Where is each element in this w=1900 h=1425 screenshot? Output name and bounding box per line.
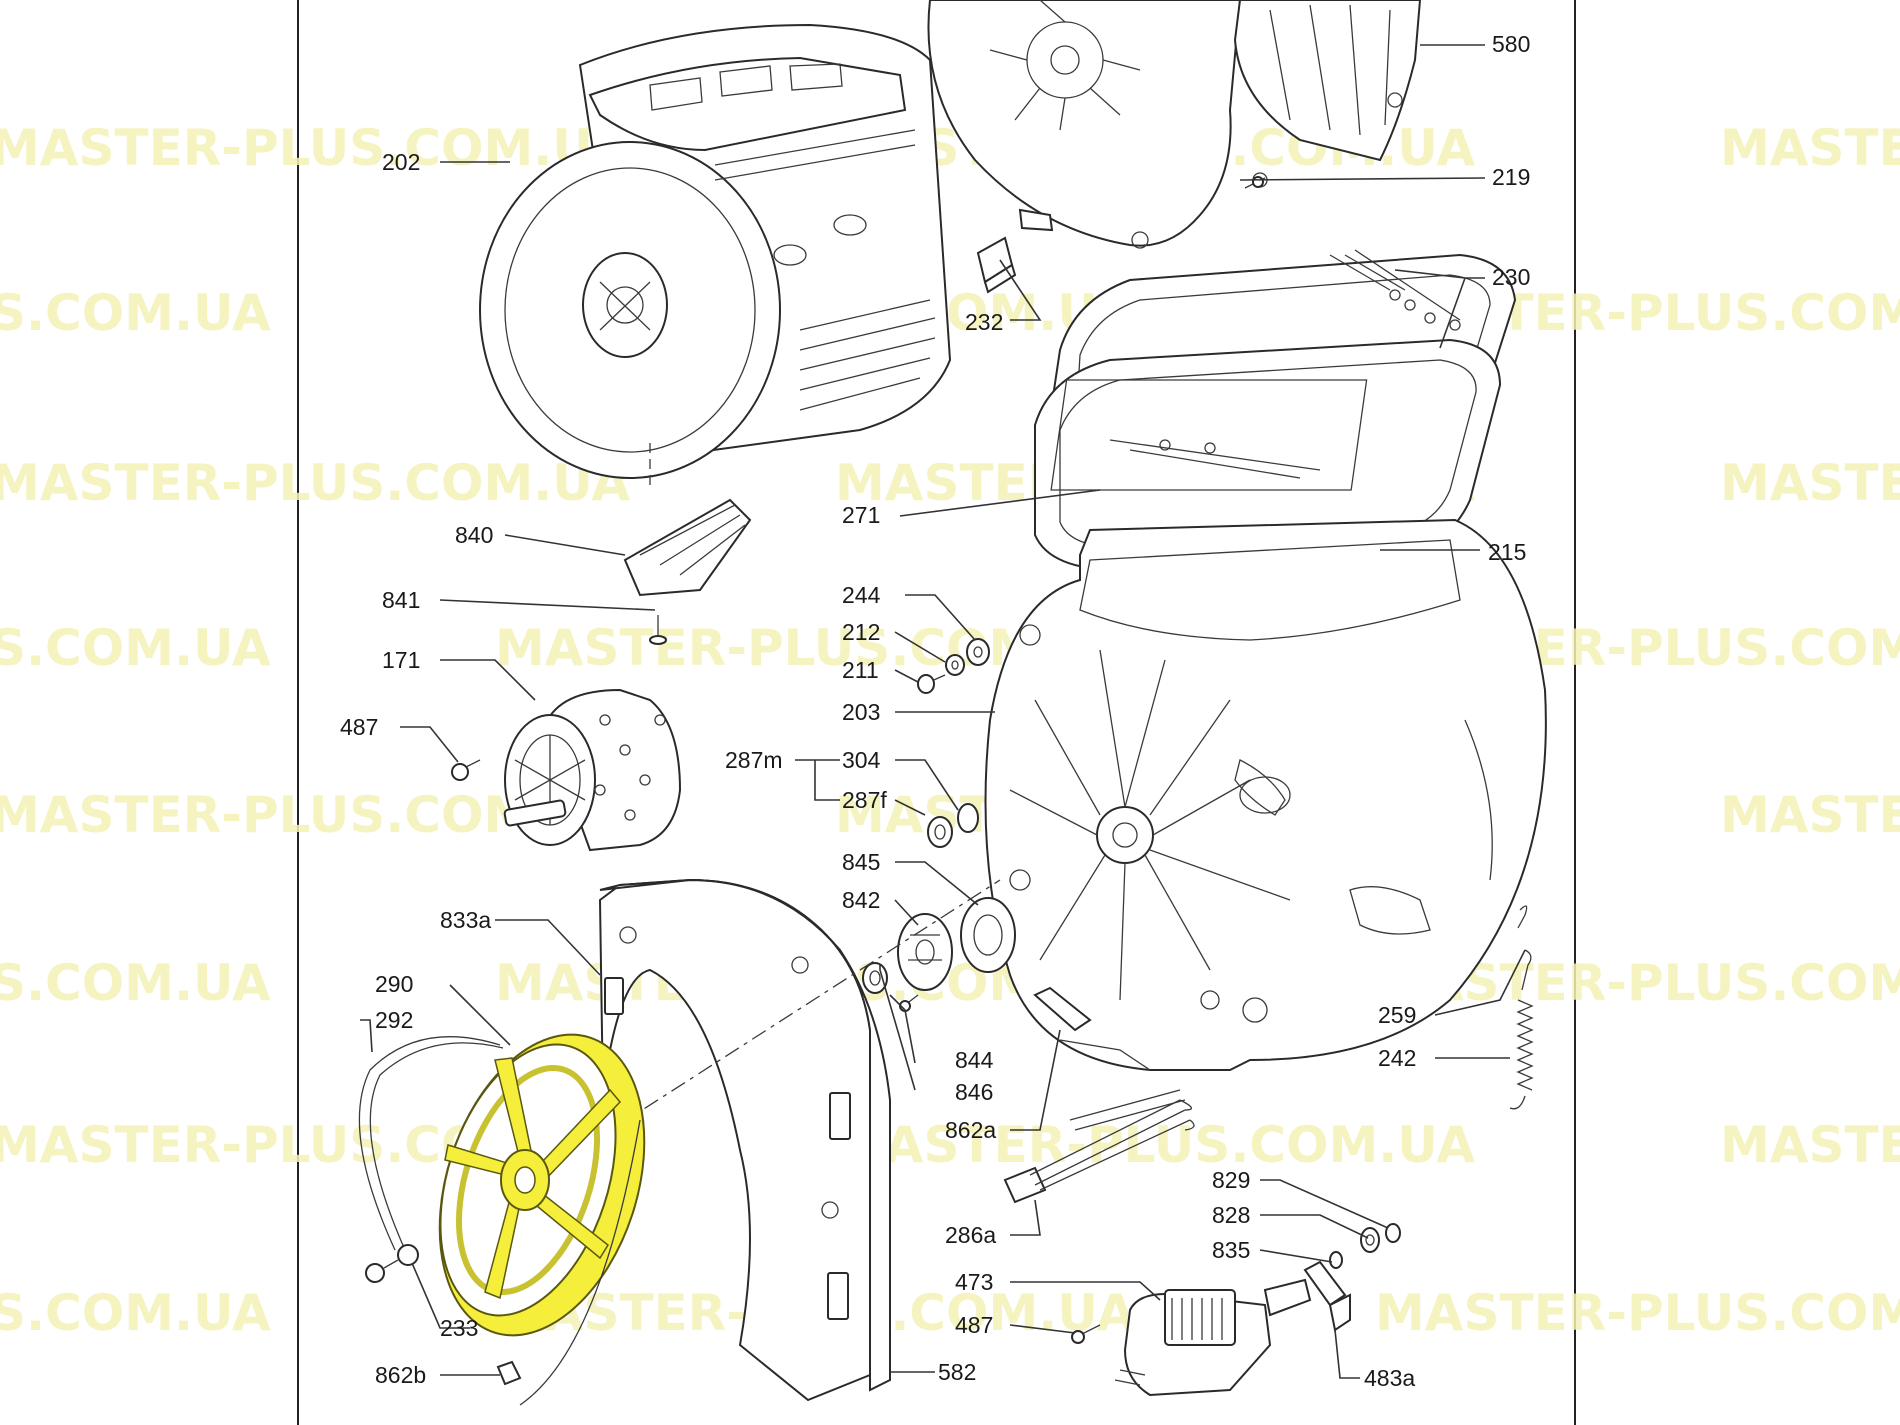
- label-230: 230: [1492, 264, 1530, 290]
- part-582-833a-panel: [598, 878, 891, 1402]
- label-862a: 862a: [945, 1117, 996, 1143]
- label-242: 242: [1378, 1045, 1416, 1071]
- label-286a: 286a: [945, 1222, 996, 1248]
- label-829: 829: [1212, 1167, 1250, 1193]
- label-487-right: 487: [955, 1312, 993, 1338]
- part-215-203-front-tub: [984, 518, 1547, 1071]
- part-244-212-211-washers: [917, 638, 990, 694]
- label-290: 290: [375, 971, 413, 997]
- label-212: 212: [842, 619, 880, 645]
- part-487-screw: [1071, 1324, 1101, 1344]
- part-292-belt: [358, 1036, 641, 1406]
- part-862b-key: [496, 1360, 522, 1386]
- label-219: 219: [1492, 164, 1530, 190]
- label-580: 580: [1492, 31, 1530, 57]
- watermark-text: MASTER-PLUS.COM.UA: [0, 454, 630, 512]
- part-840-lifter: [623, 498, 752, 597]
- label-287m: 287m: [725, 747, 783, 773]
- watermark-layer: MASTER-PLUS.COM.UA MASTER-PLUS.COM.UA MA…: [0, 119, 1900, 1342]
- label-292: 292: [375, 1007, 413, 1033]
- part-259-242-spring: [1509, 905, 1534, 1110]
- label-844: 844: [955, 1047, 994, 1073]
- label-203: 203: [842, 699, 880, 725]
- watermark-text: MASTER-PLUS.COM.UA: [1375, 1284, 1900, 1342]
- part-829-828-835-sensor: [1329, 1223, 1401, 1269]
- label-202: 202: [382, 149, 420, 175]
- part-580-rear-tub: [927, 0, 1422, 249]
- label-232: 232: [965, 309, 1003, 335]
- label-582: 582: [938, 1359, 976, 1385]
- watermark-text: MASTER-PLUS.COM.UA: [1720, 1116, 1900, 1174]
- watermark-text: MASTER-PLUS.COM.UA: [835, 1116, 1475, 1174]
- label-171: 171: [382, 647, 420, 673]
- part-287-304-seal: [927, 803, 979, 848]
- watermark-text: S.COM.UA: [0, 284, 271, 342]
- part-202-drum: [479, 23, 952, 479]
- watermark-text: MASTER-PLUS.COM.UA: [0, 119, 630, 177]
- part-290-pulley-highlighted: [438, 1033, 646, 1337]
- watermark-text: MASTER-PLUS.COM.UA: [1720, 454, 1900, 512]
- label-233: 233: [440, 1315, 478, 1341]
- label-271: 271: [842, 502, 880, 528]
- watermark-text: MASTER-PLUS.COM.UA: [1720, 786, 1900, 844]
- part-483a-filter: [1303, 1260, 1351, 1332]
- leader-lines: [360, 44, 1526, 1379]
- part-841-screw: [649, 615, 667, 645]
- part-233-screw: [365, 1244, 419, 1283]
- part-171-motor: [503, 688, 682, 852]
- label-846: 846: [955, 1079, 993, 1105]
- label-840: 840: [455, 522, 493, 548]
- part-473-pump: [1114, 1278, 1312, 1397]
- label-841: 841: [382, 587, 420, 613]
- part-219-screw: [1244, 176, 1266, 189]
- label-259: 259: [1378, 1002, 1416, 1028]
- watermark-text: S.COM.UA: [0, 954, 271, 1012]
- part-862a-connector: [1033, 986, 1092, 1032]
- label-304: 304: [842, 747, 881, 773]
- label-487: 487: [340, 714, 378, 740]
- label-211: 211: [842, 657, 879, 683]
- watermark-text: S.COM.UA: [0, 1284, 271, 1342]
- watermark-text: MASTER-PLUS.COM.UA: [1720, 119, 1900, 177]
- part-286a-heater: [1003, 1089, 1195, 1204]
- label-473: 473: [955, 1269, 993, 1295]
- label-842: 842: [842, 887, 880, 913]
- label-862b: 862b: [375, 1362, 426, 1388]
- label-244: 244: [842, 582, 881, 608]
- label-833a: 833a: [440, 907, 491, 933]
- label-215: 215: [1488, 539, 1526, 565]
- watermark-text: S.COM.UA: [0, 619, 271, 677]
- label-835: 835: [1212, 1237, 1250, 1263]
- label-828: 828: [1212, 1202, 1250, 1228]
- label-483a: 483a: [1364, 1365, 1415, 1391]
- part-487-screw: [451, 759, 481, 781]
- part-labels: 580 219 230 232 202 271 215 840 841 171 …: [340, 31, 1530, 1391]
- part-230-271-gaskets: [1034, 249, 1517, 572]
- label-287f: 287f: [842, 787, 887, 813]
- label-845: 845: [842, 849, 880, 875]
